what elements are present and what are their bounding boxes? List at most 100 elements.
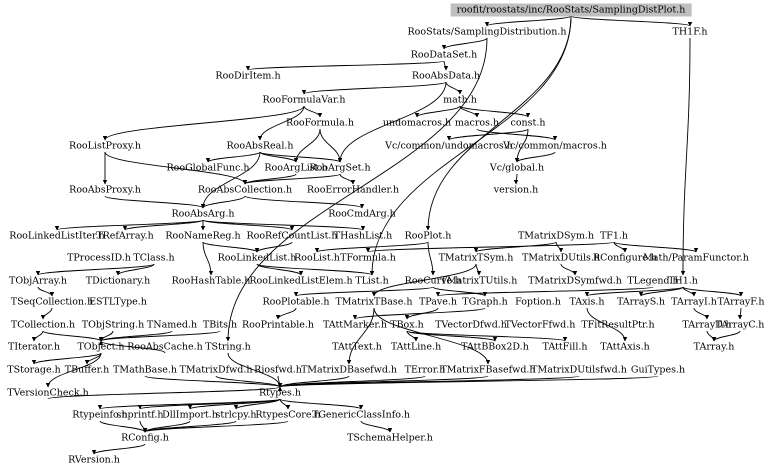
node-guitypes[interactable]: GuiTypes.h xyxy=(630,364,686,376)
node-tcollection[interactable]: TCollection.h xyxy=(10,319,76,331)
node-snprintf[interactable]: snprintf.h xyxy=(116,409,164,421)
node-roolinkedlistelem[interactable]: RooLinkedListElem.h xyxy=(249,275,353,287)
node-rooerrhandler[interactable]: RooErrorHandler.h xyxy=(306,184,400,196)
node-tformula[interactable]: TFormula.h xyxy=(340,252,396,264)
node-tobjarray[interactable]: TObjArray.h xyxy=(8,275,68,287)
node-tattline[interactable]: TAttLine.h xyxy=(390,341,442,353)
node-tarrayd[interactable]: TArrayD.h xyxy=(682,319,732,331)
node-roolistproxy[interactable]: RooListProxy.h xyxy=(69,140,141,152)
node-roodiritem[interactable]: RooDirItem.h xyxy=(215,70,281,82)
node-th1[interactable]: TH1.h xyxy=(668,275,698,287)
node-roolinkedlist[interactable]: RooLinkedList.h xyxy=(217,252,297,264)
node-rooplot[interactable]: RooPlot.h xyxy=(404,230,452,242)
node-tobject[interactable]: TObject.h xyxy=(77,341,125,353)
node-tseqcollection[interactable]: TSeqCollection.h xyxy=(10,296,94,308)
node-tmathbase[interactable]: TMathBase.h xyxy=(113,364,177,376)
node-vccundo[interactable]: Vc/common/undomacros.h xyxy=(385,140,513,152)
node-tvectordfwd[interactable]: TVectorDfwd.h xyxy=(435,319,507,331)
node-undomacros[interactable]: undomacros.h xyxy=(382,117,452,129)
node-rooabscache[interactable]: RooAbsCache.h xyxy=(127,341,203,353)
node-rtypeinfo[interactable]: Rtypeinfo.h xyxy=(72,409,128,421)
node-version[interactable]: version.h xyxy=(493,184,539,196)
node-tbuffer[interactable]: TBuffer.h xyxy=(64,364,110,376)
node-tf1[interactable]: TF1.h xyxy=(599,230,629,242)
node-rooformulavar[interactable]: RooFormulaVar.h xyxy=(262,94,346,106)
node-sampdist[interactable]: RooStats/SamplingDistribution.h xyxy=(407,26,567,38)
node-tlist[interactable]: TList.h xyxy=(355,275,389,287)
node-tnamed[interactable]: TNamed.h xyxy=(146,319,198,331)
node-tprocessid[interactable]: TProcessID.h xyxy=(67,252,131,264)
node-th1f[interactable]: TH1F.h xyxy=(672,26,708,38)
node-tclass[interactable]: TClass.h xyxy=(133,252,175,264)
node-tlegend[interactable]: TLegend.h xyxy=(627,275,679,287)
node-tstorage[interactable]: TStorage.h xyxy=(7,364,61,376)
node-estltype[interactable]: ESTLType.h xyxy=(89,296,147,308)
node-rtypes[interactable]: Rtypes.h xyxy=(258,387,302,399)
node-strlcpy[interactable]: strlcpy.h xyxy=(215,409,257,421)
node-terror[interactable]: TError.h xyxy=(404,364,446,376)
node-tstring[interactable]: TString.h xyxy=(205,341,251,353)
node-tmatrixdbasefwd[interactable]: TMatrixDBasefwd.h xyxy=(300,364,398,376)
node-tmatrixdutilsfwd[interactable]: TMatrixDUtilsfwd.h xyxy=(531,364,627,376)
node-titerator[interactable]: TIterator.h xyxy=(8,341,60,353)
node-vcglobal[interactable]: Vc/global.h xyxy=(489,162,545,174)
node-rconfig[interactable]: RConfig.h xyxy=(121,432,169,444)
node-tgenericclassinfo[interactable]: TGenericClassInfo.h xyxy=(312,409,410,421)
node-rooformula[interactable]: RooFormula.h xyxy=(286,117,354,129)
node-tpave[interactable]: TPave.h xyxy=(418,296,458,308)
node-tmatrixtbase[interactable]: TMatrixTBase.h xyxy=(335,296,413,308)
node-roolist[interactable]: RooList.h xyxy=(294,252,340,264)
node-roocurve[interactable]: RooCurve.h xyxy=(404,275,462,287)
node-tarrayf[interactable]: TArrayF.h xyxy=(717,296,765,308)
node-rooplotable[interactable]: RooPlotable.h xyxy=(262,296,330,308)
node-roorefcountlist[interactable]: RooRefCountList.h xyxy=(246,230,338,242)
node-rooglobalfunc[interactable]: RooGlobalFunc.h xyxy=(166,162,250,174)
node-thashlist[interactable]: THashList.h xyxy=(333,230,393,242)
node-tvectorffwd[interactable]: TVectorFfwd.h xyxy=(504,319,576,331)
node-rooprintable[interactable]: RooPrintable.h xyxy=(241,319,315,331)
node-trefarray[interactable]: TRefArray.h xyxy=(96,230,154,242)
node-root[interactable]: roofit/roostats/inc/RooStats/SamplingDis… xyxy=(450,3,692,17)
node-tbox[interactable]: TBox.h xyxy=(390,319,424,331)
node-tgraph[interactable]: TGraph.h xyxy=(462,296,508,308)
node-tattbbox2d[interactable]: TAttBBox2D.h xyxy=(461,341,529,353)
node-rconfigure[interactable]: RConfigure.h xyxy=(592,252,658,264)
node-foption[interactable]: Foption.h xyxy=(515,296,561,308)
node-tversioncheck[interactable]: TVersionCheck.h xyxy=(7,387,89,399)
node-const[interactable]: const.h xyxy=(510,117,546,129)
node-tatttext[interactable]: TAttText.h xyxy=(332,341,382,353)
node-mathparamfunctor[interactable]: Math/ParamFunctor.h xyxy=(643,252,749,264)
node-vccmacros[interactable]: Vc/common/macros.h xyxy=(503,140,607,152)
node-rooabsarg[interactable]: RooAbsArg.h xyxy=(171,208,235,220)
node-rooabscoll[interactable]: RooAbsCollection.h xyxy=(197,184,293,196)
node-taxis[interactable]: TAxis.h xyxy=(569,296,605,308)
node-tattaxis[interactable]: TAttAxis.h xyxy=(600,341,650,353)
node-tmatrixdsymfwd[interactable]: TMatrixDSymfwd.h xyxy=(528,275,622,287)
node-tmatrixtutils[interactable]: TMatrixTUtils.h xyxy=(440,275,518,287)
node-rversion[interactable]: RVersion.h xyxy=(68,454,120,466)
node-rtypescore[interactable]: RtypesCore.h xyxy=(255,409,321,421)
node-roolinkedlistiter[interactable]: RooLinkedListIter.h xyxy=(9,230,105,242)
node-riosfwd[interactable]: Riosfwd.h xyxy=(254,364,302,376)
node-roocmdarg[interactable]: RooCmdArg.h xyxy=(328,208,396,220)
node-rooargset[interactable]: RooArgSet.h xyxy=(309,162,371,174)
node-tobjstring[interactable]: TObjString.h xyxy=(81,319,145,331)
node-rooabsreal[interactable]: RooAbsReal.h xyxy=(226,140,294,152)
node-rooabsproxy[interactable]: RooAbsProxy.h xyxy=(69,184,141,196)
node-roohashtable[interactable]: RooHashTable.h xyxy=(171,275,251,287)
node-tmatrixdutils[interactable]: TMatrixDUtils.h xyxy=(521,252,601,264)
node-macros[interactable]: macros.h xyxy=(454,117,500,129)
node-roonamereg[interactable]: RooNameReg.h xyxy=(165,230,241,242)
node-tmatrixfbasefwd[interactable]: TMatrixFBasefwd.h xyxy=(440,364,536,376)
node-tarrayi[interactable]: TArrayI.h xyxy=(671,296,717,308)
node-tattfill[interactable]: TAttFill.h xyxy=(542,341,588,353)
node-tmatrixdsym[interactable]: TMatrixDSym.h xyxy=(517,230,595,242)
node-dllimport[interactable]: DllImport.h xyxy=(162,409,218,421)
node-rooabsdata[interactable]: RooAbsData.h xyxy=(411,70,481,82)
node-tattmarker[interactable]: TAttMarker.h xyxy=(322,319,388,331)
node-tarray[interactable]: TArray.h xyxy=(693,341,735,353)
node-math[interactable]: math.h xyxy=(443,94,477,106)
node-tbits[interactable]: TBits.h xyxy=(202,319,238,331)
node-roodataset[interactable]: RooDataSet.h xyxy=(410,49,478,61)
node-tmatrixdfwd[interactable]: TMatrixDfwd.h xyxy=(179,364,253,376)
